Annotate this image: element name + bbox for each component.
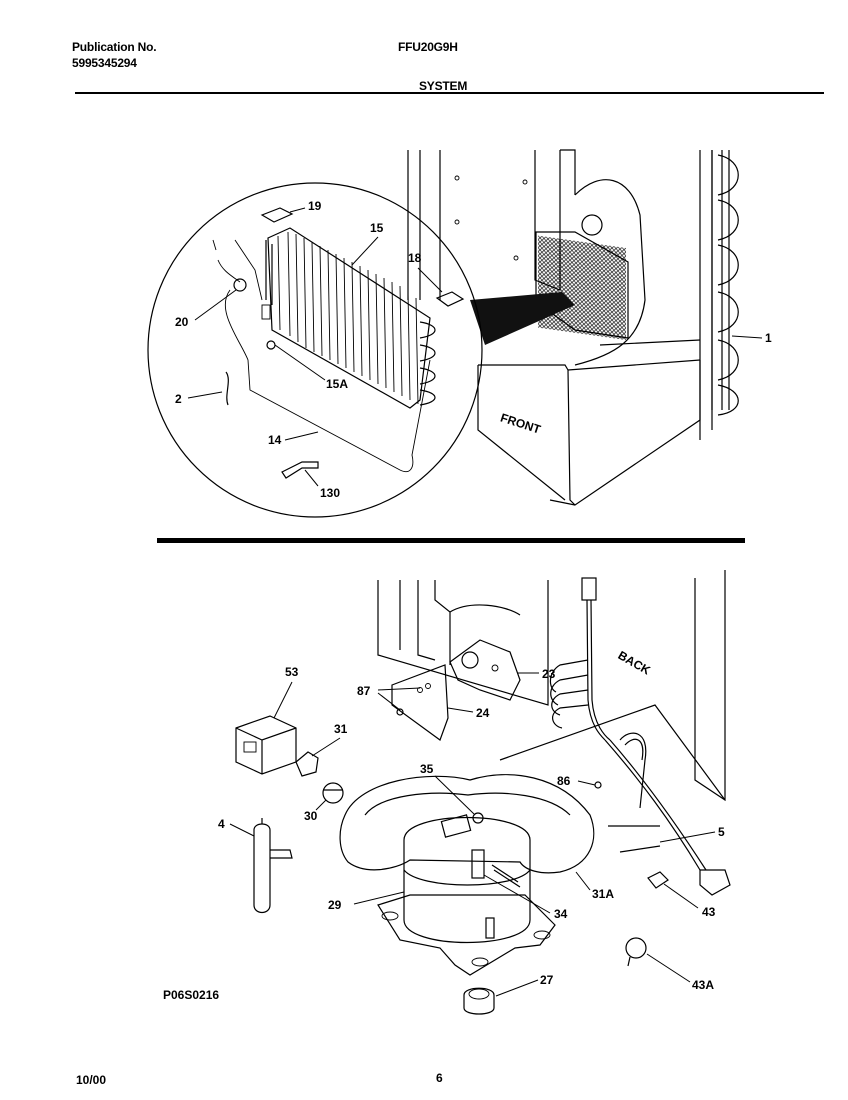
callout-30: 30 <box>304 809 318 823</box>
callout-2: 2 <box>175 392 182 406</box>
callout-43: 43 <box>702 905 716 919</box>
callout-4: 4 <box>218 817 225 831</box>
drawing-number: P06S0216 <box>163 988 219 1002</box>
header-rule <box>75 92 824 94</box>
compressor <box>339 774 595 976</box>
callout-43a: 43A <box>692 978 714 992</box>
back-label: BACK <box>616 648 653 678</box>
publication-label: Publication No. <box>72 40 157 54</box>
front-label: FRONT <box>499 411 543 437</box>
callout-23: 23 <box>542 667 556 681</box>
freezer-cabinet-outline: FRONT <box>407 149 713 506</box>
callout-20: 20 <box>175 315 189 329</box>
condenser-coil <box>711 150 739 416</box>
callout-31a: 31A <box>592 887 614 901</box>
callout-27: 27 <box>540 973 554 987</box>
wiring-harness <box>549 577 731 896</box>
evaporator-detail-circle <box>147 182 483 518</box>
callout-14: 14 <box>268 433 282 447</box>
electrical-components <box>235 639 669 967</box>
callout-87: 87 <box>357 684 371 698</box>
callout-19: 19 <box>308 199 322 213</box>
publication-number: 5995345294 <box>72 56 137 70</box>
section-divider <box>157 538 745 543</box>
callout-35: 35 <box>420 762 434 776</box>
defrost-heater-and-wires <box>212 239 431 479</box>
pad-18 <box>435 291 465 307</box>
callout-86: 86 <box>557 774 571 788</box>
callout-31: 31 <box>334 722 348 736</box>
callout-24: 24 <box>476 706 490 720</box>
callout-15a: 15A <box>326 377 348 391</box>
callout-29: 29 <box>328 898 342 912</box>
page-number: 6 <box>436 1071 443 1085</box>
callout-15: 15 <box>370 221 384 235</box>
callout-130: 130 <box>320 486 340 500</box>
section-title: SYSTEM <box>419 79 468 93</box>
model-number: FFU20G9H <box>398 40 458 54</box>
callout-18: 18 <box>408 251 422 265</box>
evaporator <box>261 227 436 409</box>
callout-34: 34 <box>554 907 568 921</box>
callout-1: 1 <box>765 331 772 345</box>
filter-drier <box>253 818 293 914</box>
upper-callouts: 19 15 18 20 15A 2 14 130 1 <box>175 199 772 500</box>
pad-19 <box>260 207 294 223</box>
callout-53: 53 <box>285 665 299 679</box>
footer-date: 10/00 <box>76 1073 107 1087</box>
callout-5: 5 <box>718 825 725 839</box>
grommet <box>463 987 495 1015</box>
lower-callouts: 53 87 23 24 31 35 86 4 30 5 29 34 31A 43… <box>218 665 725 997</box>
